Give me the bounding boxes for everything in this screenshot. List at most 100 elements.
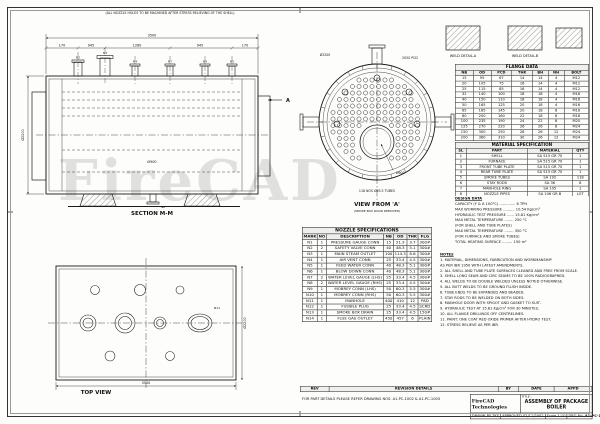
cell: 18 [532,102,549,109]
dim-label: 170 [242,44,248,48]
list-item: 2. ALL SHELL AND TUBE PLATE SURFACES CLE… [440,268,579,273]
tube-hole [402,103,407,109]
smoke-tube-holes [330,77,420,161]
tube-hole [395,97,401,102]
tube-hole [389,97,394,102]
cell: PLAIN [417,315,432,322]
title-label: TITLE : [521,395,532,399]
side-elevation-view [26,34,282,207]
tube-hole [402,97,407,102]
tube-hole [408,123,414,128]
tube-hole [343,129,349,135]
cell: 4.5 [406,256,419,264]
rim-tick [415,80,419,84]
tube-hole [376,103,381,109]
cell: 32 [455,91,474,98]
tube-hole [382,110,388,115]
rim-tick [347,71,351,76]
tube-hole [356,123,362,128]
tube-hole [402,136,407,141]
tube-hole [389,84,394,89]
cell: MOBREY CONN (RHS) [325,292,385,299]
column-header: NO [317,233,327,241]
drawn-by-cell: DRAWN BY TKS [471,413,501,419]
tube-hole [395,142,401,148]
tube-hole [382,84,388,89]
side-dimension-labels: 170 945 1260 945 170 3500 Ø2200 Ø900 [20,34,248,165]
tube-hole [402,110,407,115]
nozzle-tag: N9 [203,60,207,64]
tube-hole [330,110,336,115]
cell: 1 [317,315,327,322]
list-item: 11. PAINT: ONE COAT RED OXIDE PRIMER AFT… [440,317,552,322]
tube-hole [389,123,394,128]
dim-label: 118 NOS Ø63.5 TUBES [359,188,395,193]
list-item: (FOR SHELL AND TUBE PLATES) [455,223,512,228]
approved-label: APPROVED [502,413,522,418]
tube-hole [350,149,355,154]
tube-hole [382,97,388,102]
tube-hole [343,149,349,154]
tube-hole [389,110,394,115]
nozzle-tag: N11 [214,306,220,310]
cell: N14 [301,315,318,322]
tube-hole [389,103,394,109]
title-block: FireCAD Technologies TITLE : ASSEMBLY OF… [470,394,600,420]
cell: 1 [317,286,327,293]
cell: M24 [563,124,589,131]
tube-hole [415,136,420,141]
tube-hole [350,90,355,96]
rim-tick [423,92,428,96]
cell: 26 [532,134,549,141]
cell: SCRD [417,303,432,311]
tube-hole [356,103,362,109]
cell: 300# [417,286,432,293]
tube-hole [350,129,355,135]
approved-cell: APPROVED 02/11/2002 [501,413,546,419]
dim-label: 945 [197,44,203,48]
tube-hole [408,142,414,148]
tube-hole [350,103,355,109]
tube-hole [369,110,375,115]
dim-label: 170 [59,44,65,48]
tube-hole [343,90,349,96]
tube-hole [376,116,381,122]
tube-hole [408,149,414,154]
cell: WATER LEVEL GAUGE (LHS) [325,274,385,281]
list-item: 3. SHELL LONG SEAM AND CIRC SEAMS TO BE … [440,274,566,279]
cell: 400 [383,297,394,305]
cell: 450 [383,315,394,322]
list-item: 5. ALL BUTT WELDS TO BE GROUND FLUSH INS… [440,285,533,290]
notes-title: NOTES [440,252,454,257]
rim-tick [320,135,325,138]
tube-hole [402,84,407,89]
view-arrow-label: A [286,98,290,104]
cell: 5.5 [406,286,419,293]
rim-tick [415,160,419,164]
section-label: SECTION M-M [131,211,173,217]
cell: 125 [490,102,513,109]
column-header: NB [383,233,394,241]
list-item: CAPACITY (F & A 100°C) .............. 6 … [455,202,528,207]
tube-hole [350,155,355,161]
furnace-circle [359,124,395,160]
tube-hole [389,77,394,83]
tube-hole [395,90,401,96]
column-header: MARK [301,233,318,241]
column-header: THK [406,233,419,241]
end-view-label: VIEW FROM 'A' [354,202,400,208]
cell: 270 [472,124,492,131]
notes-block: NOTES 1. MATERIAL, DIMENSIONS, FABRICATI… [440,252,592,328]
tube-hole [389,116,394,122]
cell: 300# [417,274,432,281]
tube-hole [395,84,401,89]
